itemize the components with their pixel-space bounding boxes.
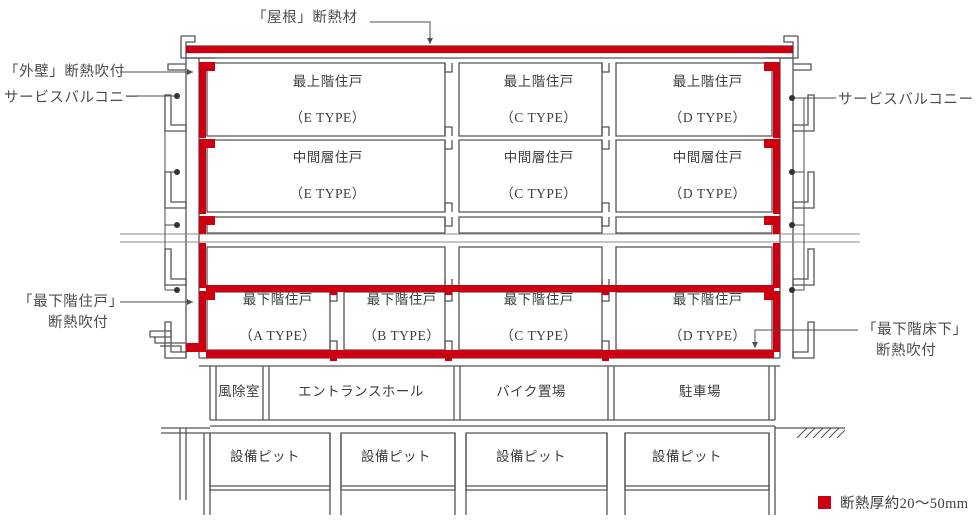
room-label: 最下階住戸 （A TYPE） — [224, 273, 316, 363]
room-label: 中間層住戸 （C TYPE） — [485, 131, 577, 221]
room-label: 最下階住戸 （C TYPE） — [485, 273, 577, 363]
callout-lowest-dwelling-line1: 「最下階住戸」 — [18, 294, 124, 310]
room-label-line2: （C TYPE） — [500, 186, 578, 201]
callout-service-balcony-left: サービスバルコニー — [4, 90, 140, 106]
callout-roof-insulation: 「屋根」断熱材 — [252, 10, 358, 26]
callout-service-balcony-right: サービスバルコニー — [838, 92, 974, 108]
room-label-line1: 中間層住戸 — [292, 150, 363, 165]
leader-dots — [174, 93, 795, 293]
legend: 断熱厚約20～50mm — [818, 492, 968, 513]
room-label-line2: （A TYPE） — [239, 328, 317, 343]
room-label: 設備ピット — [496, 449, 566, 464]
insulation-outline — [185, 45, 794, 54]
room-label-line2: （B TYPE） — [363, 328, 441, 343]
room-label-line2: （C TYPE） — [500, 328, 578, 343]
room-label-line1: 最上階住戸 — [672, 74, 743, 89]
room-label: 駐車場 — [679, 384, 721, 399]
callout-lowest-underfloor-line2: 断熱吹付 — [876, 343, 937, 359]
room-label-line2: （E TYPE） — [289, 110, 366, 125]
insulation-layer — [186, 46, 793, 361]
room-label-line1: 中間層住戸 — [503, 150, 574, 165]
callout-lowest-underfloor-line1: 「最下階床下」 — [862, 322, 968, 338]
room-label-line1: 最下階住戸 — [366, 292, 437, 307]
room-label-line2: （D TYPE） — [668, 110, 747, 125]
room-label-line1: 最上階住戸 — [292, 74, 363, 89]
room-label: エントランスホール — [298, 384, 424, 399]
ground-hatch-icon — [796, 427, 846, 439]
legend-swatch-icon — [818, 496, 831, 509]
room-label: 中間層住戸 （E TYPE） — [274, 131, 366, 221]
room-label-line2: （D TYPE） — [668, 328, 747, 343]
room-label-line1: 中間層住戸 — [672, 150, 743, 165]
room-label-line1: 最下階住戸 — [242, 292, 313, 307]
room-label-line1: 最下階住戸 — [672, 292, 743, 307]
room-label: 中間層住戸 （D TYPE） — [653, 131, 746, 221]
room-label-line1: 最下階住戸 — [503, 292, 574, 307]
room-label: 設備ピット — [652, 449, 722, 464]
room-label: 最下階住戸 （D TYPE） — [653, 273, 746, 363]
callout-outer-wall-insulation: 「外壁」断熱吹付 — [4, 64, 125, 80]
room-label-line2: （C TYPE） — [500, 110, 578, 125]
room-label: 設備ピット — [361, 449, 431, 464]
room-label: バイク置場 — [496, 384, 566, 399]
room-label: 最上階住戸 （D TYPE） — [653, 55, 746, 145]
room-label-line2: （D TYPE） — [668, 186, 747, 201]
room-label: 風除室 — [218, 384, 260, 399]
room-label: 設備ピット — [230, 449, 300, 464]
callout-lowest-dwelling-line2: 断熱吹付 — [48, 315, 109, 331]
room-label: 最上階住戸 （C TYPE） — [485, 55, 577, 145]
room-label: 最上階住戸 （E TYPE） — [274, 55, 366, 145]
room-label-line2: （E TYPE） — [289, 186, 366, 201]
room-label: 最下階住戸 （B TYPE） — [348, 273, 440, 363]
legend-label: 断熱厚約20～50mm — [840, 496, 969, 512]
room-label-line1: 最上階住戸 — [503, 74, 574, 89]
